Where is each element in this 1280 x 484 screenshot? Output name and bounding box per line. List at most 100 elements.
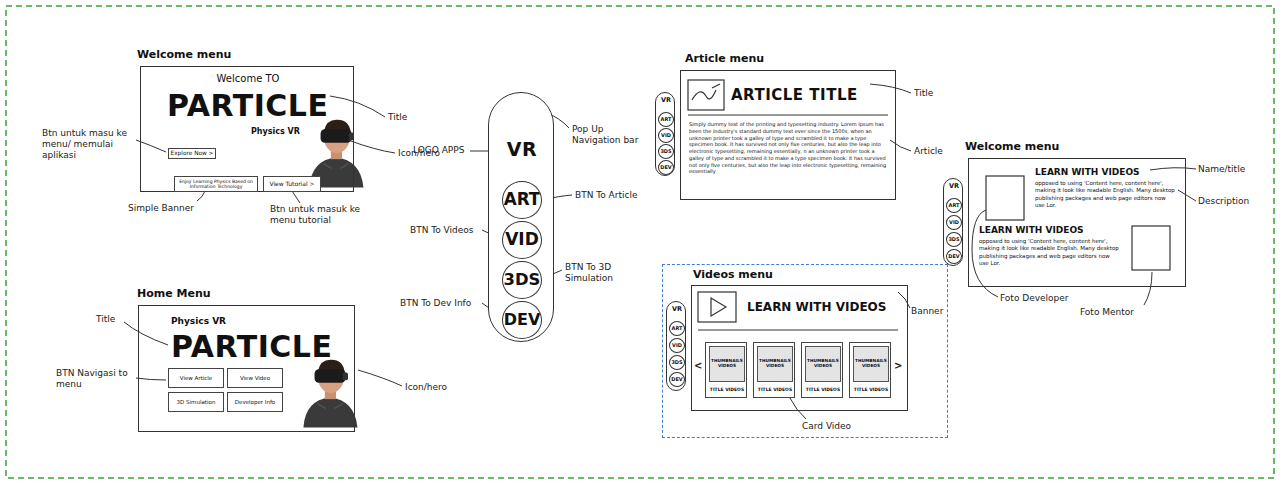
node-text: VID [660, 133, 672, 139]
node-text: 3DS [659, 149, 672, 155]
node-text: TITLE VIDEOS [802, 387, 844, 393]
callout-label: > [894, 360, 902, 372]
node-text: THUMBNAILS VIDEOS [854, 359, 888, 369]
node-text: Developer Info [234, 399, 276, 405]
node-text: Videos menu [693, 268, 773, 281]
video-thumbnail: THUMBNAILS VIDEOS [757, 346, 793, 382]
nav-button: 3DS [502, 261, 542, 299]
nav-bar: VR ART VID 3DS DEV [943, 178, 963, 266]
nav-button: 3DS [658, 144, 674, 159]
nav-button: DEV [502, 301, 542, 339]
node-text: THUMBNAILS VIDEOS [710, 359, 744, 369]
screen-frame: Home MenuPhysics VRPARTICLEView ArticleV… [138, 305, 355, 432]
video-thumbnail: THUMBNAILS VIDEOS [709, 346, 745, 382]
video-card: TITLE VIDEOS THUMBNAILS VIDEOS [849, 342, 891, 398]
node-text: Physics VR [251, 127, 300, 137]
nav-button: VID [658, 128, 674, 143]
node-text: PARTICLE [167, 89, 328, 124]
menu-button: View Article [168, 368, 224, 388]
screen-frame: Article menuARTICLE TITLESimply dummy te… [680, 70, 896, 200]
nav-button: DEV [669, 372, 685, 387]
node-text: VR [489, 139, 555, 161]
menu-button: View Video [227, 368, 283, 388]
screen-frame: Welcome menuWelcome TOPARTICLEPhysics VR… [140, 66, 354, 192]
node-text: ART [503, 190, 542, 209]
menu-button: 3D Simulation [168, 392, 224, 412]
video-thumbnail: THUMBNAILS VIDEOS [853, 346, 889, 382]
callout-label: BTN To 3D Simulation [565, 262, 627, 284]
callout-label: BTN To Article [575, 190, 637, 201]
screen-group: Videos menuLEARN WITH VIDEOS TITLE VIDEOS… [662, 264, 948, 438]
node-text: Home Menu [137, 287, 211, 300]
node-text: Explore Now > [170, 150, 215, 157]
node-text: View Video [239, 375, 271, 381]
nav-button: VID [502, 221, 542, 259]
nav-button: DEV [946, 249, 962, 264]
node-text: LEARN WITH VIDEOS [1035, 167, 1140, 178]
node-text: Physics VR [171, 316, 226, 327]
node-text: DEV [947, 254, 960, 260]
menu-button: Explore Now > [168, 148, 216, 159]
node-text: Enjoy Learning Physics Based on Informat… [175, 179, 257, 189]
node-text: DEV [659, 165, 672, 171]
callout-label: Name/title [1198, 164, 1245, 175]
nav-button: ART [502, 181, 542, 219]
callout-label: BTN To Videos [410, 225, 474, 236]
callout-label: Pop Up Navigation bar [572, 124, 642, 146]
node-text: TITLE VIDEOS [850, 387, 892, 393]
node-text: ARTICLE TITLE [731, 87, 858, 104]
callout-label: Title [96, 314, 115, 325]
nav-bar: VR ART VID 3DS DEV [666, 301, 686, 391]
node-text: Welcome menu [137, 48, 231, 61]
node-text: 3DS [947, 237, 960, 243]
callout-label: LOGO APPS [413, 145, 464, 156]
video-thumbnail: THUMBNAILS VIDEOS [805, 346, 841, 382]
callout-label: BTN Navigasi to menu [56, 368, 134, 390]
callout-label: Description [1198, 196, 1249, 207]
callout-label: Btn untuk masu ke menu/ memulai aplikasi [42, 128, 134, 160]
node-text: 3D Simulation [176, 399, 217, 405]
node-text: View Tutorial > [268, 181, 315, 188]
node-text: VR [944, 183, 964, 191]
nav-button: 3DS [946, 232, 962, 247]
node-text: VR [667, 306, 687, 314]
node-text: ART [671, 326, 684, 332]
nav-button: DEV [658, 160, 674, 175]
callout-label: Foto Developer [1000, 293, 1069, 304]
video-card: TITLE VIDEOS THUMBNAILS VIDEOS [801, 342, 843, 398]
node-text: Article menu [685, 52, 764, 65]
callout-label: Card Video [802, 421, 851, 432]
node-text: opposed to using 'Content here, content … [1035, 180, 1175, 210]
nav-button: ART [658, 112, 674, 127]
callout-label: Title [914, 88, 933, 99]
nav-button: ART [946, 198, 962, 213]
nav-button: ART [669, 321, 685, 336]
node-text: 3DS [503, 271, 542, 290]
node-text: THUMBNAILS VIDEOS [758, 359, 792, 369]
nav-bar: VR ART VID 3DS DEV [655, 92, 675, 176]
callout-label: Article [914, 146, 943, 157]
callout-label: < [694, 360, 702, 372]
node-text: VR [656, 97, 676, 105]
node-text: Welcome TO [203, 73, 293, 85]
node-text: LEARN WITH VIDEOS [747, 300, 886, 314]
menu-button: Enjoy Learning Physics Based on Informat… [174, 176, 258, 192]
screen-frame: LEARN WITH VIDEOS TITLE VIDEOS THUMBNAILS … [691, 285, 908, 411]
node-text: DEV [503, 311, 542, 329]
nav-button: VID [669, 338, 685, 353]
video-card: TITLE VIDEOS THUMBNAILS VIDEOS [753, 342, 795, 398]
node-text: Welcome menu [965, 140, 1059, 153]
node-text: VID [504, 230, 540, 250]
screen-frame: Welcome menuLEARN WITH VIDEOSopposed to … [968, 158, 1186, 287]
node-text: ART [948, 203, 961, 209]
node-text: VID [948, 220, 960, 226]
node-text: DEV [670, 377, 683, 383]
node-text: TITLE VIDEOS [706, 387, 748, 393]
node-text: TITLE VIDEOS [754, 387, 796, 393]
node-text: opposed to using 'Content here, content … [979, 238, 1119, 268]
menu-button: Developer Info [227, 392, 283, 412]
node-text: 3DS [670, 360, 683, 366]
node-text: VID [671, 343, 683, 349]
nav-button: 3DS [669, 355, 685, 370]
